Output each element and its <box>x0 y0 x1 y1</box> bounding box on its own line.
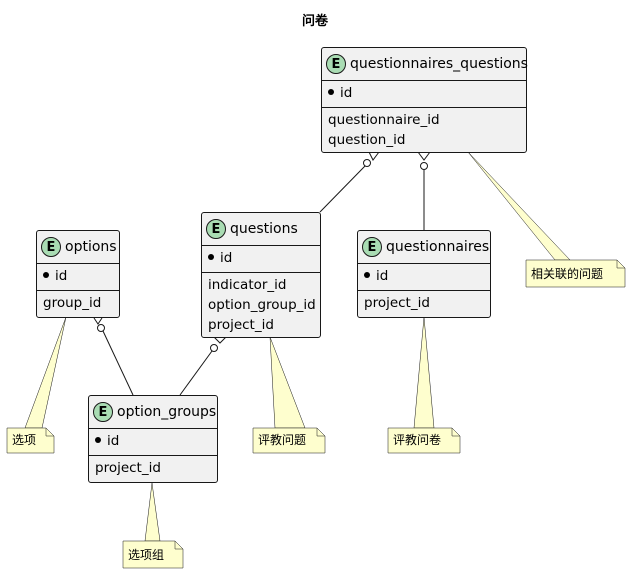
entity-pk-section: id <box>37 263 119 290</box>
entity-options[interactable]: E options id group_id <box>36 230 120 318</box>
note-questionnaires-questions: 相关联的问题 <box>531 267 604 281</box>
primary-key-icon <box>328 89 334 95</box>
relationship-lines <box>102 165 425 396</box>
primary-key-icon <box>43 272 49 278</box>
entity-fields-section: project_id <box>89 455 217 482</box>
crows-feet <box>93 151 431 352</box>
diagram-title: 问卷 <box>301 14 328 29</box>
entity-questions[interactable]: E questions id indicator_id option_group… <box>201 212 321 338</box>
entity-badge-icon: E <box>41 237 61 257</box>
note-shape-questionnaires <box>387 427 461 454</box>
entity-option-groups[interactable]: E option_groups id project_id <box>88 395 218 483</box>
entity-header: E options <box>37 231 119 263</box>
entity-field-pk: id <box>43 266 113 286</box>
entity-pk-section: id <box>89 428 217 455</box>
entity-field: question_id <box>328 132 406 148</box>
entity-field-pk: id <box>364 266 484 286</box>
note-questionnaires: 评教问卷 <box>393 433 442 447</box>
connector-questions-note <box>269 336 306 429</box>
note-shapes <box>6 259 626 569</box>
entity-badge-icon: E <box>93 402 113 422</box>
connector-options-note <box>24 316 67 429</box>
entity-field-pk: id <box>208 248 314 268</box>
note-connectors <box>24 151 571 542</box>
connector-option-groups-note <box>144 482 161 542</box>
entity-field: project_id <box>95 460 161 476</box>
entity-header: E questions <box>202 213 320 245</box>
primary-key-icon <box>208 254 214 260</box>
entity-name: questionnaires_questions <box>350 56 528 72</box>
entity-fields-section: group_id <box>37 290 119 317</box>
entity-pk-section: id <box>202 245 320 272</box>
entity-field: questionnaire_id <box>328 112 440 128</box>
note-shape-questions <box>252 427 326 454</box>
entity-field: option_group_id <box>208 297 316 313</box>
primary-key-icon <box>95 437 101 443</box>
note-shape-options <box>6 427 55 454</box>
entity-fields-section: indicator_id option_group_id project_id <box>202 272 320 339</box>
entity-questionnaires[interactable]: E questionnaires id project_id <box>357 230 491 318</box>
primary-key-icon <box>364 272 370 278</box>
entity-header: E option_groups <box>89 396 217 428</box>
note-options: 选项 <box>12 433 37 447</box>
crowfoot-questions <box>210 336 227 352</box>
entity-pk-section: id <box>322 80 526 107</box>
relation-options-option-groups <box>102 330 134 396</box>
entity-name: option_groups <box>117 404 217 420</box>
crowfoot-qq-questions <box>363 151 380 167</box>
entity-name: questionnaires <box>386 239 490 255</box>
entity-field: project_id <box>208 317 274 333</box>
entity-badge-icon: E <box>206 219 226 239</box>
entity-badge-icon: E <box>326 54 346 74</box>
entity-questionnaires-questions[interactable]: E questionnaires_questions id questionna… <box>321 47 528 154</box>
entity-field-pk: id <box>328 83 520 103</box>
entity-name: options <box>65 239 117 255</box>
entity-name: questions <box>230 221 298 237</box>
entity-fields-section: project_id <box>358 290 490 317</box>
entity-field-pk: id <box>95 431 211 451</box>
entity-field: project_id <box>364 295 430 311</box>
entity-fields-section: questionnaire_id question_id <box>322 107 526 154</box>
note-questions: 评教问题 <box>258 433 307 447</box>
note-shape-option-groups <box>122 540 184 569</box>
entity-pk-section: id <box>358 263 490 290</box>
connector-questionnaires-note <box>413 316 435 429</box>
entity-field: indicator_id <box>208 277 287 293</box>
relation-questions-option-groups <box>179 350 213 396</box>
entity-header: E questionnaires <box>358 231 490 263</box>
entity-header: E questionnaires_questions <box>322 48 528 80</box>
crowfoot-options <box>93 317 105 332</box>
entity-field: group_id <box>43 295 102 311</box>
entity-badge-icon: E <box>362 237 382 257</box>
crowfoot-qq-questionnaires <box>417 151 431 170</box>
note-shape-qq <box>525 259 626 288</box>
relation-qq-questions <box>319 165 366 213</box>
note-option-groups: 选项组 <box>128 548 165 562</box>
